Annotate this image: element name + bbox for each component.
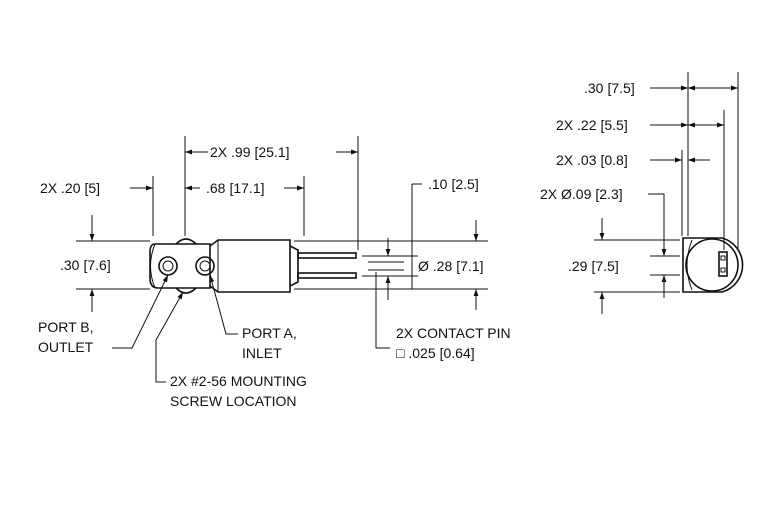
port-a-circle bbox=[195, 256, 215, 276]
label-port-a-line2: INLET bbox=[242, 345, 282, 361]
dim-overall-length: 2X .99[25.1] bbox=[210, 144, 290, 160]
screw-notch-bottom bbox=[175, 287, 197, 294]
label-port-b-line1: PORT B, bbox=[38, 319, 94, 335]
dim-pin-offset: .10[2.5] bbox=[428, 176, 479, 192]
dim-hole-diameter: 2X Ø.09[2.3] bbox=[540, 186, 623, 202]
left-view-dimensions: 2X .99[25.1] .68[17.1] 2X .20[5] .30[7.6… bbox=[38, 144, 511, 409]
dim-gap: 2X .03[0.8] bbox=[556, 152, 628, 168]
label-screw-line2: SCREW LOCATION bbox=[170, 393, 297, 409]
label-contact-pin-title: 2X CONTACT PIN bbox=[396, 325, 511, 341]
dim-body-diameter: Ø .28[7.1] bbox=[418, 258, 484, 274]
cylinder-body bbox=[209, 239, 291, 293]
dim-port-offset: 2X .20[5] bbox=[40, 180, 100, 196]
end-view-pins bbox=[718, 251, 728, 277]
end-view-outline bbox=[682, 237, 744, 293]
dim-height: .29[7.5] bbox=[568, 258, 619, 274]
dim-width-inner: 2X .22[5.5] bbox=[556, 117, 628, 133]
dim-body-height: .30[7.6] bbox=[60, 257, 111, 273]
label-port-b-line2: OUTLET bbox=[38, 339, 94, 355]
side-view bbox=[76, 136, 488, 349]
label-port-a-line1: PORT A, bbox=[242, 325, 297, 341]
label-contact-pin-size: □ .025[0.64] bbox=[396, 345, 475, 361]
right-view-dimensions: .30[7.5] 2X .22[5.5] 2X .03[0.8] 2X Ø.09… bbox=[540, 80, 635, 274]
leaders bbox=[112, 274, 238, 383]
housing-outline bbox=[149, 243, 211, 289]
port-b-circle bbox=[158, 256, 178, 276]
contact-pin-bottom bbox=[297, 272, 357, 279]
contact-pin-top bbox=[297, 252, 357, 259]
label-screw-line1: 2X #2-56 MOUNTING bbox=[170, 373, 307, 389]
dim-width-total: .30[7.5] bbox=[584, 80, 635, 96]
end-view bbox=[594, 72, 744, 314]
end-view-circle bbox=[685, 238, 739, 292]
screw-notch-top bbox=[175, 238, 197, 245]
dim-port-spacing: .68[17.1] bbox=[206, 180, 265, 196]
